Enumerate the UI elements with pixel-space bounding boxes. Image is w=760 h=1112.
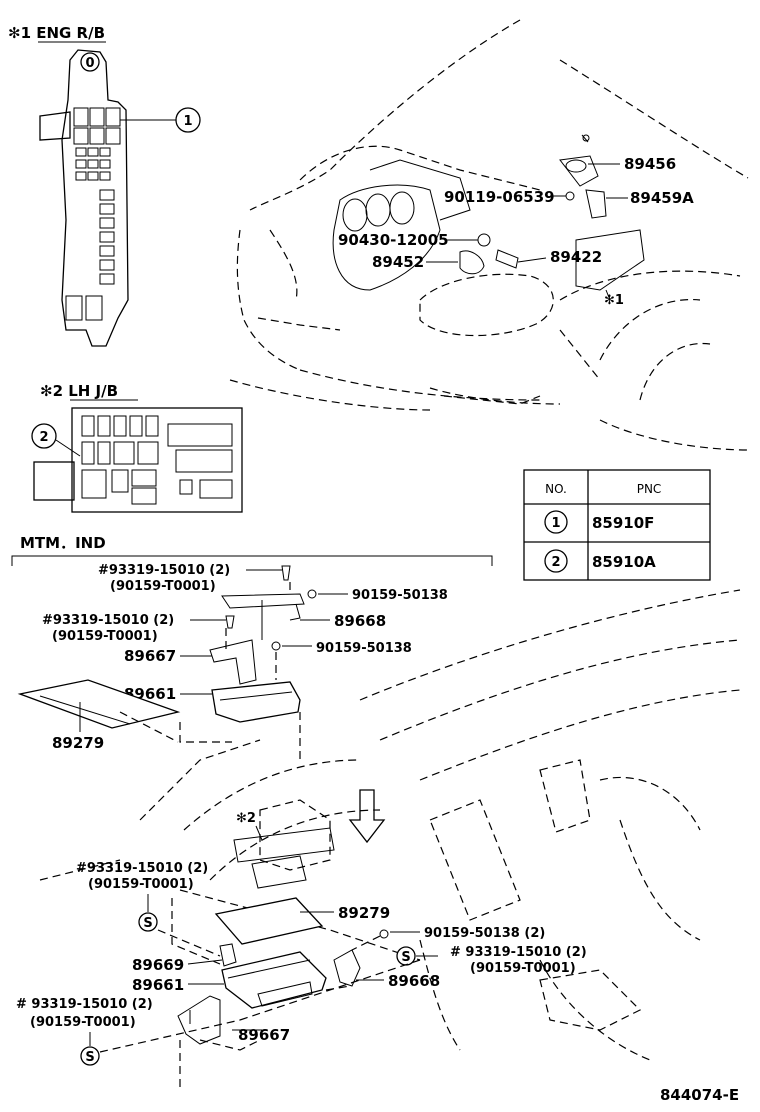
callout-2: [31, 423, 57, 449]
table-row-2-pnc: 85910A: [592, 553, 656, 571]
label-bolt3-a: #93319-15010 (2): [76, 861, 208, 876]
label-bolt2-a: #93319-15010 (2): [42, 613, 174, 628]
label-89279-b: 89279: [338, 904, 390, 922]
s-symbol-a: [138, 912, 158, 932]
diagram-code: 844074-E: [660, 1086, 739, 1104]
label-90119-06539: 90119-06539: [444, 188, 555, 206]
label-89669: 89669: [132, 956, 184, 974]
eng-relay-block: ✻1 ENG R/B 0 1: [8, 24, 201, 347]
engine-compartment: ✻1 89456 89459A 90119-06539 90430-12005 …: [229, 19, 751, 451]
label-89668-b: 89668: [388, 972, 440, 990]
table-row-1-no: 1: [551, 516, 560, 531]
table-row-2-no: 2: [551, 555, 560, 570]
svg-text:S: S: [401, 950, 410, 965]
label-89456: 89456: [624, 155, 676, 173]
callout-1: [175, 107, 201, 133]
label-90159-50138-c: 90159-50138 (2): [424, 926, 545, 941]
table-header-pnc: PNC: [637, 482, 662, 496]
label-bolt2-b: (90159-T0001): [52, 629, 158, 644]
mark-2: ✻2: [236, 811, 256, 826]
label-89452: 89452: [372, 253, 424, 271]
label-90159-50138-b: 90159-50138: [316, 641, 412, 656]
label-bolt5-b: (90159-T0001): [30, 1015, 136, 1030]
label-89422: 89422: [550, 248, 602, 266]
label-89667-b: 89667: [238, 1026, 290, 1044]
section-title: MTM．IND: [20, 534, 106, 552]
pnc-table: NO. PNC 1 85910F 2 85910A: [523, 469, 711, 581]
svg-text:2: 2: [39, 430, 48, 445]
table-header-no: NO.: [545, 482, 567, 496]
label-90159-50138-a: 90159-50138: [352, 588, 448, 603]
label-89667-a: 89667: [124, 647, 176, 665]
svg-text:S: S: [85, 1050, 94, 1065]
label-89279-a: 89279: [52, 734, 104, 752]
svg-text:S: S: [143, 916, 152, 931]
eng-rb-title: ✻1 ENG R/B: [8, 24, 105, 42]
label-bolt1-b: (90159-T0001): [110, 579, 216, 594]
svg-text:0: 0: [85, 56, 94, 71]
dashboard-area: ✻2: [39, 589, 741, 1061]
label-bolt5-a: # 93319-15010 (2): [16, 997, 153, 1012]
label-bolt3-b: (90159-T0001): [88, 877, 194, 892]
table-row-1-pnc: 85910F: [592, 514, 654, 532]
lower-assembly: #93319-15010 (2) (90159-T0001) S 89279 9…: [16, 861, 587, 1090]
label-bolt1-a: #93319-15010 (2): [98, 563, 230, 578]
label-89661-b: 89661: [132, 976, 184, 994]
mtm-ind-section: MTM．IND #93319-15010 (2) (90159-T0001) 9…: [11, 534, 493, 760]
lh-junction-block: ✻2 LH J/B 2: [31, 382, 243, 513]
lh-jb-title: ✻2 LH J/B: [40, 382, 118, 400]
svg-text:1: 1: [183, 114, 192, 129]
label-bolt4-a: # 93319-15010 (2): [450, 945, 587, 960]
s-symbol-c: [80, 1046, 100, 1066]
label-89459a: 89459A: [630, 189, 694, 207]
label-89668-a: 89668: [334, 612, 386, 630]
callout-0: [80, 52, 100, 72]
label-bolt4-b: (90159-T0001): [470, 961, 576, 976]
label-90430-12005: 90430-12005: [338, 231, 449, 249]
mark-1: ✻1: [604, 293, 624, 308]
